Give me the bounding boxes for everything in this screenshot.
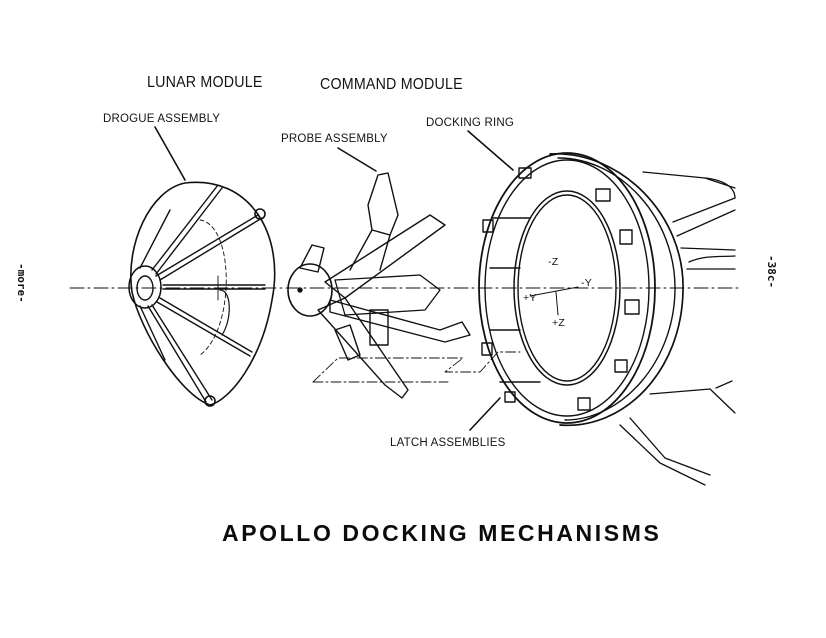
command-module-header: COMMAND MODULE xyxy=(320,76,463,93)
axis-label-plus-z: +Z xyxy=(552,317,565,329)
drogue-assembly-drawing xyxy=(128,181,276,407)
axis-label-minus-y: -Y xyxy=(581,277,592,289)
page-number: -38c- xyxy=(765,255,778,289)
callout-leaders xyxy=(154,126,514,431)
drogue-assembly-label: DROGUE ASSEMBLY xyxy=(103,113,221,125)
docking-ring-drawing xyxy=(478,152,684,427)
axis-label-minus-z: -Z xyxy=(548,256,559,268)
lunar-module-header: LUNAR MODULE xyxy=(147,74,263,91)
probe-assembly-label: PROBE ASSEMBLY xyxy=(281,133,388,145)
axis-label-plus-y: +Y xyxy=(523,292,537,304)
command-module-structure-drawing xyxy=(619,171,736,486)
latch-assemblies-label: LATCH ASSEMBLIES xyxy=(390,437,506,449)
continuation-note: -more- xyxy=(15,263,28,303)
probe-assembly-drawing xyxy=(287,172,521,399)
probe-base-reference-line xyxy=(312,351,521,383)
figure-title: APOLLO DOCKING MECHANISMS xyxy=(222,520,662,546)
docking-ring-label: DOCKING RING xyxy=(426,117,515,129)
